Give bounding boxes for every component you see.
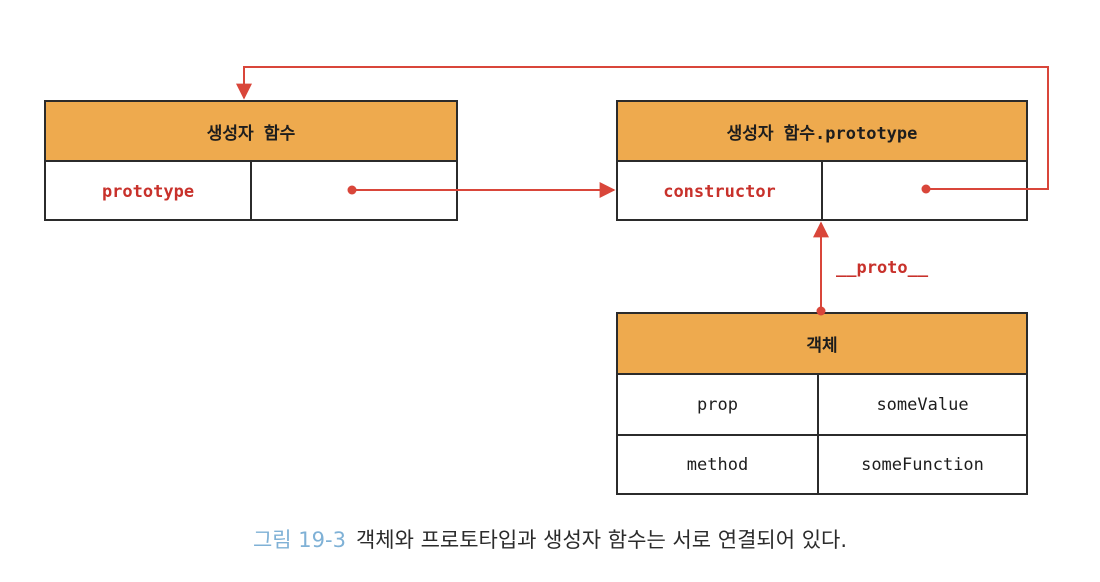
object-row-prop: prop someValue xyxy=(618,375,1026,434)
prototype-property-value xyxy=(250,162,456,221)
prototype-object-title: 생성자 함수.prototype xyxy=(618,102,1026,162)
proto-link-label: __proto__ xyxy=(836,258,929,278)
constructor-function-row: prototype xyxy=(46,162,456,221)
prototype-property-key: prototype xyxy=(101,181,195,202)
constructor-property-key: constructor xyxy=(663,181,776,202)
caption-figure-number: 그림 19-3 xyxy=(252,528,346,552)
prototype-object-row: constructor xyxy=(618,162,1026,221)
object-key-method: method xyxy=(686,454,749,475)
object-value-prop: someValue xyxy=(817,375,1026,434)
object-key-prop: prop xyxy=(697,394,738,415)
instance-object-box: 객체 prop someValue method someFunction xyxy=(616,312,1028,495)
object-value-method: someFunction xyxy=(817,436,1026,493)
instance-object-title: 객체 xyxy=(618,314,1026,375)
constructor-arrow xyxy=(236,66,1049,190)
constructor-function-box: 생성자 함수 prototype xyxy=(44,100,458,221)
object-row-method: method someFunction xyxy=(618,434,1026,493)
constructor-property-value xyxy=(821,162,1026,221)
constructor-function-title: 생성자 함수 xyxy=(46,102,456,162)
figure-caption: 그림 19-3 객체와 프로토타입과 생성자 함수는 서로 연결되어 있다. xyxy=(0,524,1100,554)
prototype-object-box: 생성자 함수.prototype constructor xyxy=(616,100,1028,221)
caption-text: 객체와 프로토타입과 생성자 함수는 서로 연결되어 있다. xyxy=(355,528,848,552)
